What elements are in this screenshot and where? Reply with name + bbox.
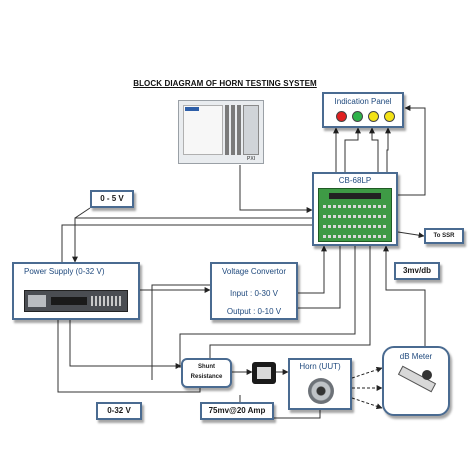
wire-powersupply-return — [57, 320, 201, 393]
wire-board-panel-2 — [344, 127, 361, 172]
wire-board-to-convertor — [298, 246, 341, 309]
acoustic-path-3 — [351, 397, 383, 410]
to-ssr-box: To SSR — [424, 228, 464, 244]
wire-board-panel-3 — [369, 127, 379, 172]
voltage-convertor: Voltage Convertor Input : 0-30 V Output … — [210, 262, 298, 320]
shunt-line2: Resistance — [190, 374, 223, 380]
wire-board-to-shunt-2 — [209, 246, 371, 360]
signal-75mv-box: 75mv@20 Amp — [200, 402, 274, 420]
wire-convertor-to-board — [298, 245, 327, 294]
to-ssr-label: To SSR — [433, 233, 455, 239]
db-meter-label: dB Meter — [399, 352, 433, 361]
wire-loop-to-convertor — [151, 284, 210, 380]
horn-uut: Horn (UUT) — [288, 358, 352, 410]
acoustic-path-1 — [351, 366, 383, 379]
shunt-resistance: Shunt Resistance — [181, 358, 232, 388]
lamp-green — [352, 111, 363, 122]
wire-pxi-to-board — [239, 165, 313, 213]
voltage-convertor-output: Output : 0-10 V — [226, 307, 282, 316]
signal-0-32v-label: 0-32 V — [107, 406, 131, 415]
signal-0-5v-label: 0 - 5 V — [100, 194, 124, 203]
diagram-title: BLOCK DIAGRAM OF HORN TESTING SYSTEM — [133, 79, 317, 88]
power-supply-label: Power Supply (0-32 V) — [24, 267, 105, 276]
signal-75mv-label: 75mv@20 Amp — [208, 406, 266, 415]
ssr-relay — [252, 362, 276, 384]
lamp-red — [336, 111, 347, 122]
wire-board-to-ssr — [397, 231, 425, 239]
wire-powersupply-to-shunt — [69, 320, 182, 369]
terminal-block — [318, 188, 392, 242]
indication-panel: Indication Panel — [322, 92, 404, 128]
pxi-label: PXI — [247, 156, 256, 162]
signal-3mv-db-label: 3mv/db — [402, 266, 431, 275]
voltage-convertor-input: Input : 0-30 V — [229, 289, 279, 298]
wire-board-panel-side — [398, 105, 426, 196]
wire-board-to-shunt — [179, 246, 356, 368]
indication-panel-label: Indication Panel — [334, 97, 392, 106]
power-supply: Power Supply (0-32 V) — [12, 262, 140, 320]
horn-device — [308, 378, 334, 404]
signal-0-5v-box: 0 - 5 V — [90, 190, 134, 208]
cb68lp-label: CB-68LP — [338, 176, 372, 185]
wire-0-5v-lead — [74, 207, 91, 219]
horn-label: Horn (UUT) — [299, 362, 341, 371]
pxi-controller: PXI — [178, 100, 264, 164]
cb68lp-board: CB-68LP — [312, 172, 398, 246]
lamp-yellow-2 — [384, 111, 395, 122]
db-meter: dB Meter — [382, 346, 450, 416]
wire-board-to-powersupply-2 — [61, 224, 312, 262]
signal-0-32v-box: 0-32 V — [96, 402, 142, 420]
lamp-yellow-1 — [368, 111, 379, 122]
voltage-convertor-title: Voltage Convertor — [221, 267, 287, 276]
power-supply-unit — [24, 290, 128, 312]
db-meter-device — [397, 365, 437, 393]
wire-board-panel-4 — [385, 127, 391, 172]
wire-dbmeter-to-board — [383, 245, 426, 360]
shunt-line1: Shunt — [198, 364, 215, 370]
signal-3mv-db-box: 3mv/db — [394, 262, 440, 280]
